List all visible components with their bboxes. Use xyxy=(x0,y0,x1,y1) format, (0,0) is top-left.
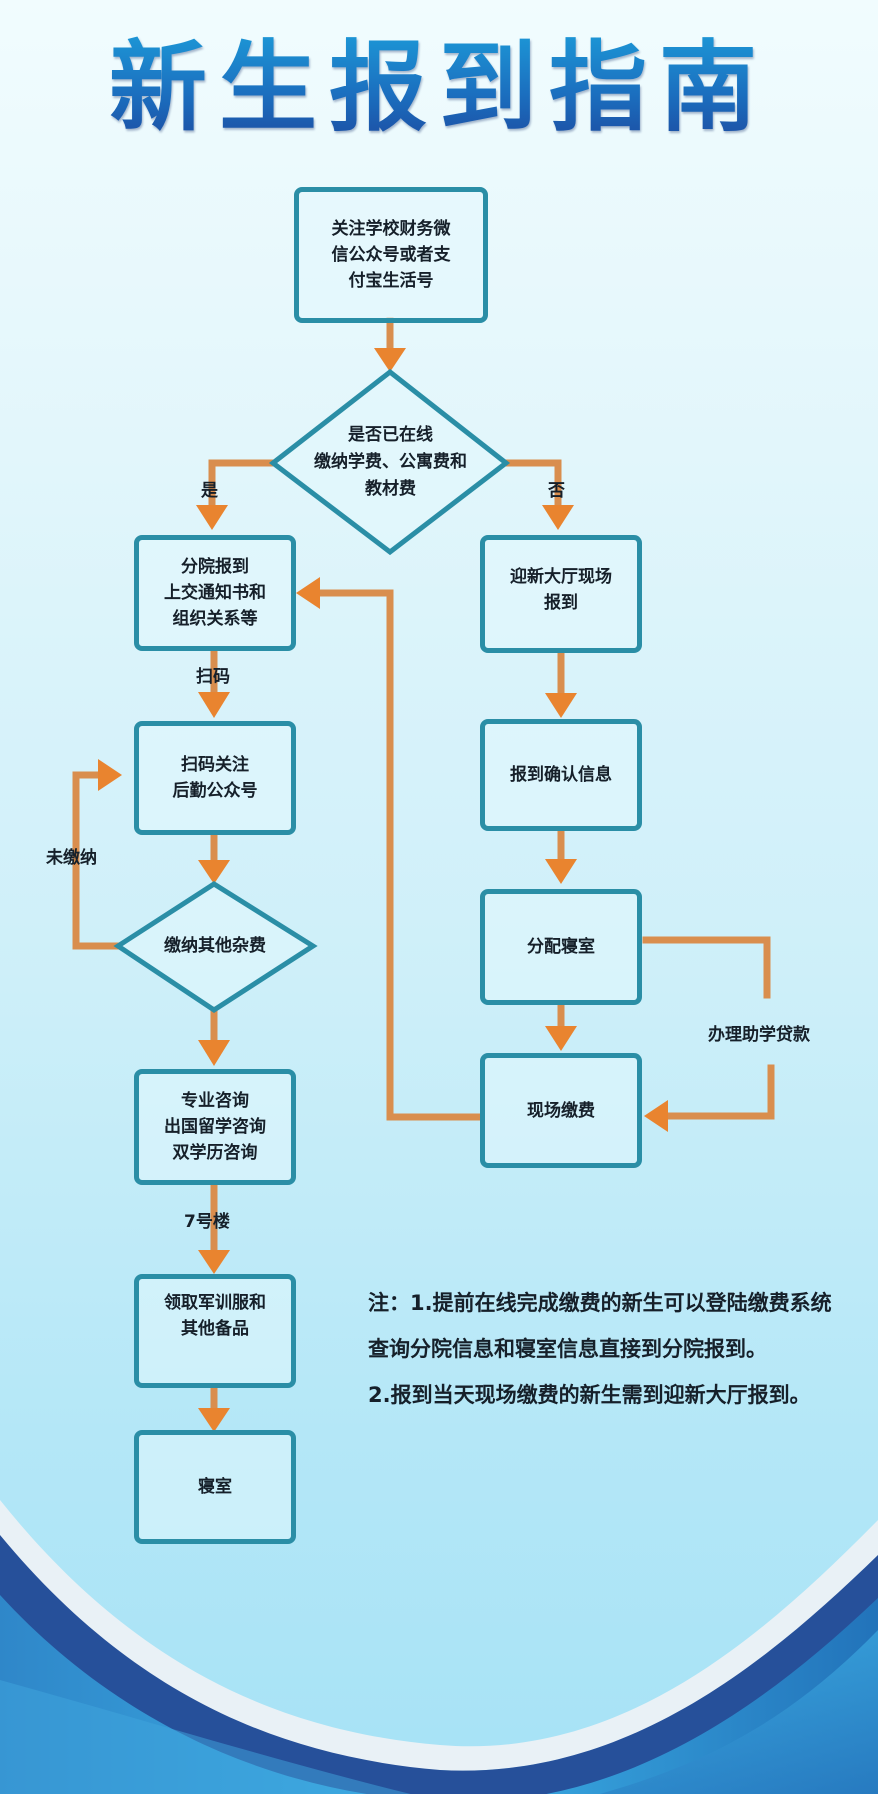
node-text: 缴纳学费、公寓费和 xyxy=(314,452,467,472)
flow-connectors xyxy=(72,317,775,1432)
node-text: 分配寝室 xyxy=(527,937,595,957)
node-text: 教材费 xyxy=(365,479,416,499)
node-text: 报到 xyxy=(544,593,578,613)
node-text: 报到确认信息 xyxy=(510,765,612,785)
node-text: 上交通知书和 xyxy=(164,583,266,603)
edge-label-building: 7号楼 xyxy=(184,1212,230,1232)
decision-online-paid-diamond xyxy=(268,368,511,556)
node-text: 组织关系等 xyxy=(172,609,258,629)
arrowhead xyxy=(98,759,122,791)
edge-label-unpaid: 未缴纳 xyxy=(46,848,97,868)
edge-label-scan: 扫码 xyxy=(196,667,230,687)
page-title: 新生报到指南 xyxy=(0,28,878,148)
wave-right-sweep xyxy=(600,1630,878,1794)
arrowhead xyxy=(374,348,406,372)
wave-dark-band xyxy=(0,1535,878,1794)
node-text: 双学历咨询 xyxy=(172,1143,258,1163)
arrowhead xyxy=(198,860,230,884)
node-welcome-hall: 迎新大厅现场 报到 xyxy=(480,535,642,653)
wave-highlight xyxy=(0,1680,411,1794)
decision-other-fees-diamond xyxy=(113,881,318,1013)
node-text: 寝室 xyxy=(198,1477,232,1497)
node-text: 分院报到 xyxy=(181,557,249,577)
arrowhead xyxy=(545,1026,577,1051)
node-decision-other-fees: 缴纳其他杂费 xyxy=(130,933,300,960)
wave-light-band xyxy=(0,1500,878,1771)
arrowhead xyxy=(198,1408,230,1432)
arrowhead xyxy=(644,1100,668,1132)
node-collect-uniform: 领取军训服和 其他备品 xyxy=(134,1274,296,1388)
node-text: 现场缴费 xyxy=(527,1100,595,1121)
node-text: 关注学校财务微 xyxy=(331,219,451,239)
node-text: 缴纳其他杂费 xyxy=(164,936,266,956)
node-text: 是否已在线 xyxy=(348,425,433,445)
bottom-wave-decoration xyxy=(0,1500,878,1794)
node-text: 领取军训服和 xyxy=(164,1293,266,1313)
node-text: 扫码关注 xyxy=(181,755,249,775)
node-confirm-info: 报到确认信息 xyxy=(480,719,642,831)
node-scan-follow: 扫码关注 后勤公众号 xyxy=(134,721,296,835)
notes: 注：1.提前在线完成缴费的新生可以登陆缴费系统查询分院信息和寝室信息直接到分院报… xyxy=(368,1280,838,1418)
edge-label-yes: 是 xyxy=(201,481,218,501)
edge-label-no: 否 xyxy=(548,481,565,501)
node-text: 其他备品 xyxy=(181,1319,249,1339)
edge-decision-no xyxy=(502,459,562,512)
arrowhead xyxy=(198,692,230,718)
arrowhead xyxy=(198,1040,230,1066)
edge-label-student-loan: 办理助学贷款 xyxy=(708,1025,810,1045)
node-text: 迎新大厅现场 xyxy=(510,567,612,587)
note-2: 2.报到当天现场缴费的新生需到迎新大厅报到。 xyxy=(368,1383,811,1407)
arrowhead xyxy=(542,505,574,530)
node-decision-online-paid: 是否已在线 缴纳学费、公寓费和 教材费 xyxy=(263,422,518,503)
arrowhead xyxy=(545,859,577,884)
node-text: 信公众号或者支 xyxy=(331,245,451,265)
edge-payment-to-branch xyxy=(314,589,482,1121)
arrowhead xyxy=(296,577,320,609)
arrowhead xyxy=(196,505,228,530)
node-dormitory: 寝室 xyxy=(134,1430,296,1544)
edge-loan-bottom xyxy=(664,1064,775,1120)
node-text: 专业咨询 xyxy=(181,1091,249,1111)
note-1: 注：1.提前在线完成缴费的新生可以登陆缴费系统查询分院信息和寝室信息直接到分院报… xyxy=(368,1291,832,1361)
edge-decision-yes xyxy=(208,459,277,512)
node-start: 关注学校财务微 信公众号或者支 付宝生活号 xyxy=(294,187,488,323)
node-assign-dorm: 分配寝室 xyxy=(480,889,642,1005)
arrowhead xyxy=(198,1250,230,1274)
node-branch-report: 分院报到 上交通知书和 组织关系等 xyxy=(134,535,296,651)
node-text: 后勤公众号 xyxy=(172,781,258,801)
node-text: 付宝生活号 xyxy=(348,271,434,291)
edge-unpaid-loop xyxy=(72,771,122,950)
node-consulting: 专业咨询 出国留学咨询 双学历咨询 xyxy=(134,1069,296,1185)
edge-loan-top xyxy=(642,936,771,999)
arrowhead xyxy=(545,693,577,718)
node-onsite-payment: 现场缴费 xyxy=(480,1053,642,1168)
node-text: 出国留学咨询 xyxy=(164,1117,266,1137)
